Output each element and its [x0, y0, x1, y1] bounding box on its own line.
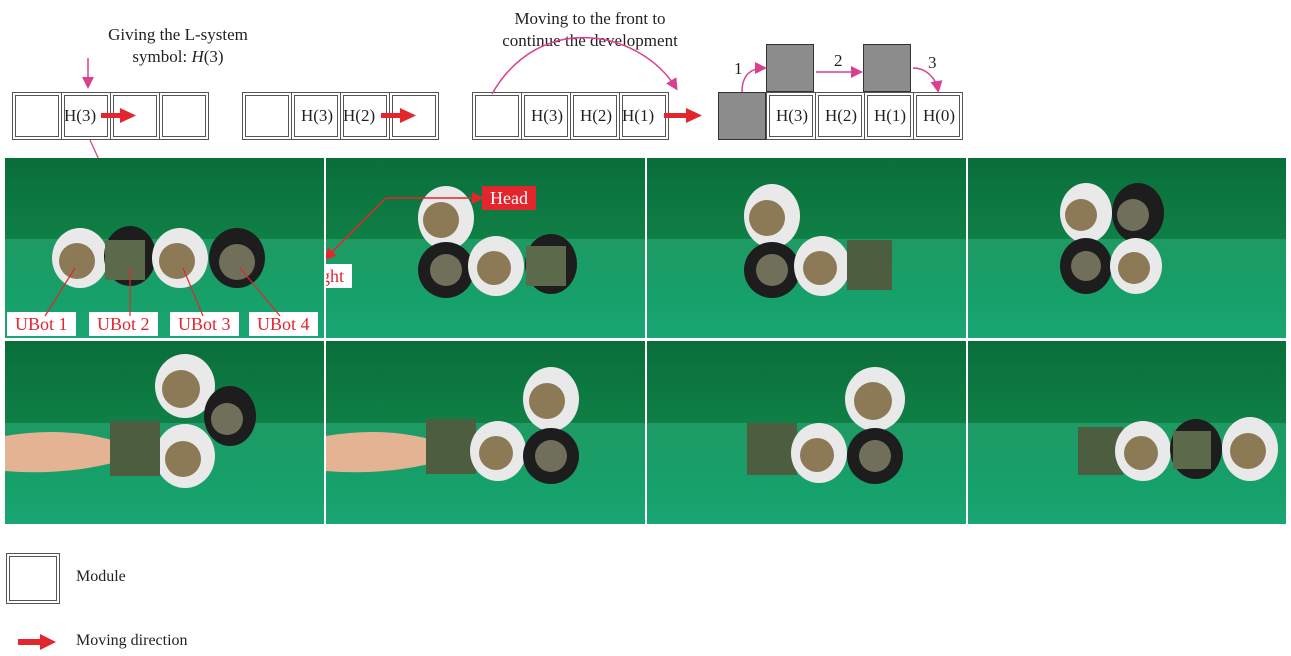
stage2-module-2: H(3) [291, 92, 341, 140]
ubot-label-4: UBot 4 [249, 312, 318, 336]
stage4-grey-module-1 [718, 92, 766, 140]
giving-symbol-annotation: Giving the L-system symbol: H(3) [78, 24, 278, 68]
step-2-label: 2 [834, 51, 843, 70]
step-3-label: 3 [928, 53, 937, 72]
stage2-module-4 [389, 92, 439, 140]
giving-annotation-line1: Giving the L-system [108, 25, 248, 44]
stage3-module-1 [472, 92, 522, 140]
moving-annotation-line1: Moving to the front to [514, 9, 666, 28]
ubot-label-2: UBot 2 [89, 312, 158, 336]
stage1-module-4 [159, 92, 209, 140]
photo-4 [968, 158, 1286, 338]
step-1-arrow [741, 62, 767, 93]
legend-moving-direction-arrow [18, 634, 56, 650]
stage2-module-3: H(2) [340, 92, 390, 140]
stage2-module-1 [242, 92, 292, 140]
stage4-module-h1: H(1) [864, 92, 914, 140]
stage1-module-2: H(3) [61, 92, 111, 140]
right-label: Right [326, 264, 353, 288]
stage4-module-h0: H(0) [913, 92, 963, 140]
giving-annotation-line2: symbol: H(3) [132, 47, 224, 66]
stage4-module-h2: H(2) [815, 92, 865, 140]
stage4-grey-module-top-2 [863, 44, 911, 92]
photo-1: UBot 1 UBot 2 UBot 3 UBot 4 [5, 158, 324, 338]
head-label: Head [482, 186, 536, 210]
stage1-module-3 [110, 92, 160, 140]
photo-7 [647, 341, 966, 524]
ubot-label-3: UBot 3 [170, 312, 239, 336]
photo-6 [326, 341, 645, 524]
stage4-grey-module-top-1 [766, 44, 814, 92]
photo-3 [647, 158, 966, 338]
stage1-module-1 [12, 92, 62, 140]
legend-module-swatch [6, 553, 60, 604]
step-1-label: 1 [734, 59, 743, 78]
photo-2: Head Right [326, 158, 645, 338]
stage3-module-4: H(1) [619, 92, 669, 140]
stage4-module-h3: H(3) [766, 92, 816, 140]
legend-module-label: Module [76, 568, 126, 585]
ubot-chain-flat [52, 226, 265, 288]
stage3-module-3: H(2) [570, 92, 620, 140]
photo-8 [968, 341, 1286, 524]
ubot-label-1: UBot 1 [7, 312, 76, 336]
stage3-module-2: H(3) [521, 92, 571, 140]
moving-annotation-line2: continue the development [502, 31, 678, 50]
legend-moving-direction-label: Moving direction [76, 632, 188, 649]
moving-front-annotation: Moving to the front to continue the deve… [460, 8, 720, 52]
photo-5 [5, 341, 324, 524]
